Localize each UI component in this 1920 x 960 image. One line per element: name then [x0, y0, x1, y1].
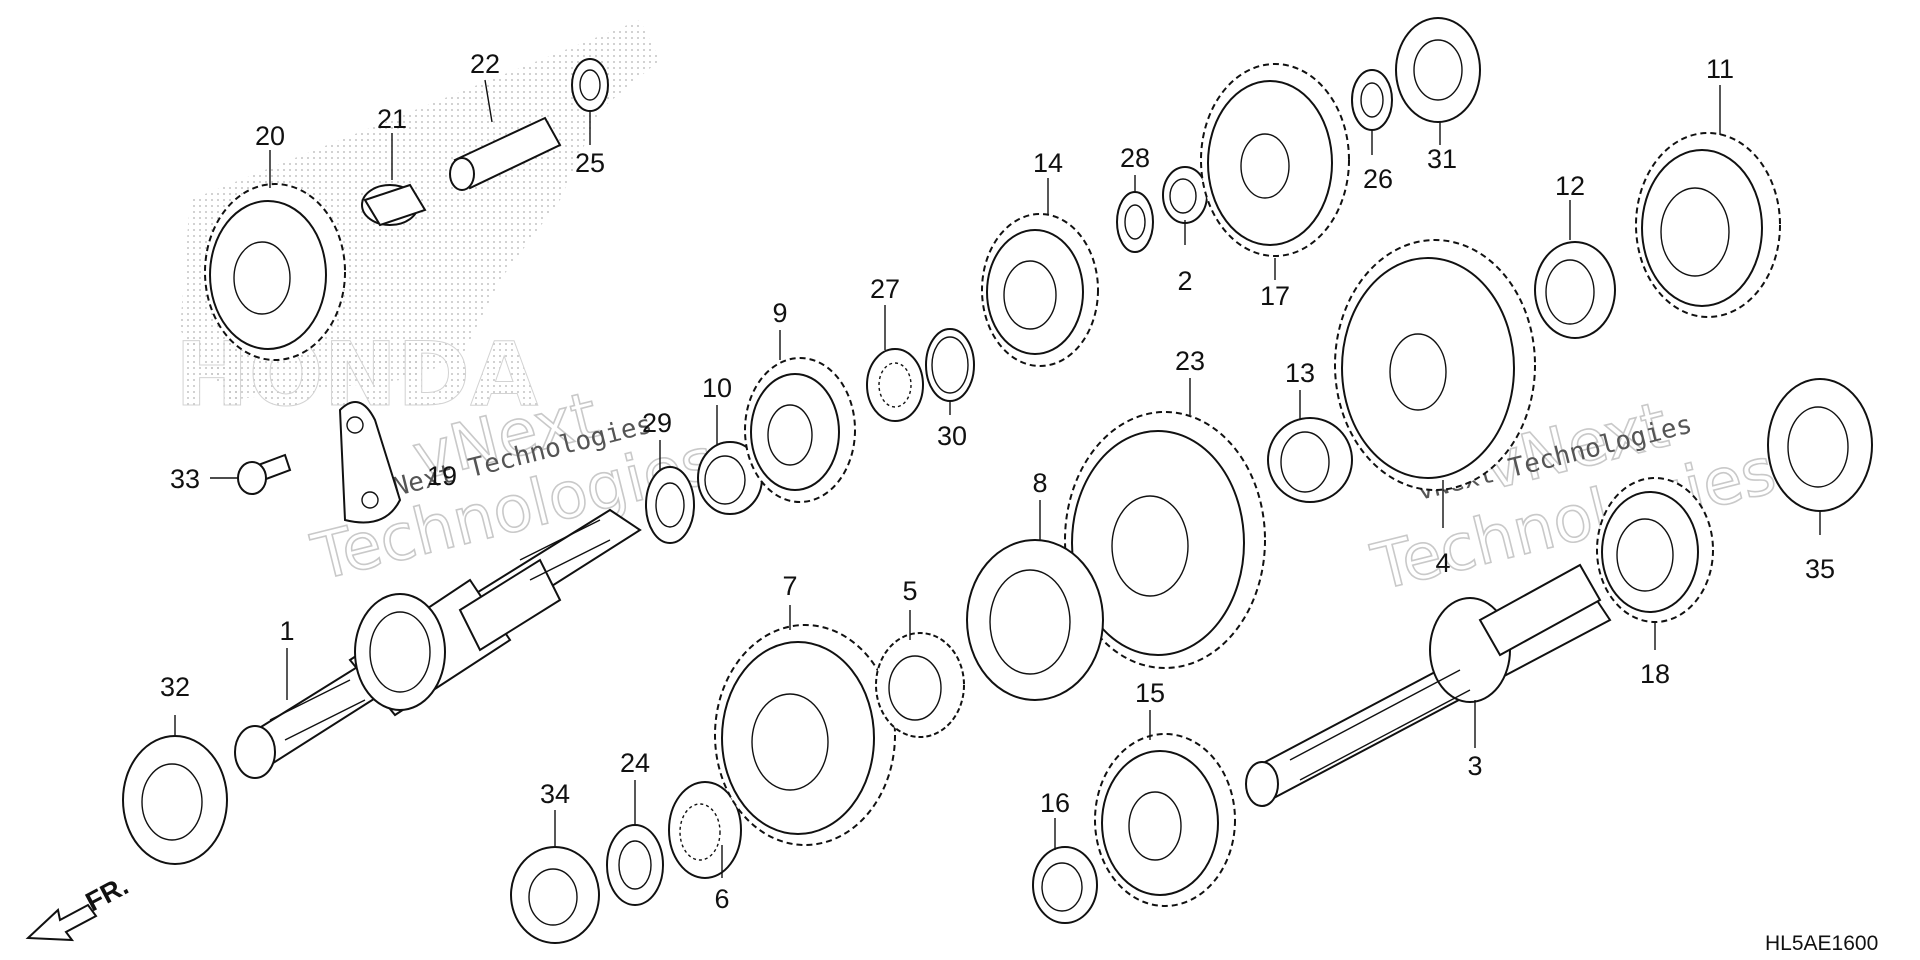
bushing-10	[697, 441, 763, 515]
gear-20	[204, 183, 346, 361]
callout-25: 25	[575, 148, 605, 178]
callout-26: 26	[1363, 164, 1393, 194]
callout-8: 8	[1032, 468, 1047, 498]
front-direction-arrow: FR.	[25, 870, 133, 942]
callout-33: 33	[170, 464, 200, 494]
washer-24	[606, 824, 664, 906]
callout-30: 30	[937, 421, 967, 451]
collar-21	[361, 183, 427, 227]
callout-2: 2	[1177, 266, 1192, 296]
circlip-30	[925, 328, 975, 402]
gear-8	[966, 539, 1104, 701]
bearing-27	[866, 348, 924, 422]
callout-1: 1	[279, 616, 294, 646]
callout-17: 17	[1260, 281, 1290, 311]
gear-14	[981, 213, 1099, 367]
gear-17	[1200, 63, 1350, 257]
bearing-31	[1395, 17, 1481, 123]
callout-5: 5	[902, 576, 917, 606]
callout-23: 23	[1175, 346, 1205, 376]
callout-3: 3	[1467, 751, 1482, 781]
counter-shaft	[1245, 563, 1612, 807]
callout-32: 32	[160, 672, 190, 702]
bushing-13	[1267, 417, 1353, 503]
plate-19	[338, 401, 402, 524]
bushing-2	[1162, 166, 1208, 224]
gear-4	[1334, 239, 1536, 491]
bushing-16	[1032, 846, 1098, 924]
bolt-33	[237, 453, 292, 495]
callout-6: 6	[714, 884, 729, 914]
callout-24: 24	[620, 748, 650, 778]
washer-29	[645, 466, 695, 544]
callout-16: 16	[1040, 788, 1070, 818]
callout-22: 22	[470, 49, 500, 79]
callout-4: 4	[1435, 548, 1450, 578]
callout-14: 14	[1033, 148, 1063, 178]
callout-28: 28	[1120, 143, 1150, 173]
callout-10: 10	[702, 373, 732, 403]
gear-9	[744, 357, 856, 503]
callout-12: 12	[1555, 171, 1585, 201]
callout-34: 34	[540, 779, 570, 809]
callout-18: 18	[1640, 659, 1670, 689]
callout-11: 11	[1706, 54, 1734, 84]
callout-27: 27	[870, 274, 900, 304]
callout-13: 13	[1285, 358, 1315, 388]
callout-35: 35	[1805, 554, 1835, 584]
gear-7	[714, 624, 896, 846]
washer-25	[571, 58, 609, 112]
callout-9: 9	[772, 298, 787, 328]
washer-28	[1116, 191, 1154, 253]
bushing-5	[875, 632, 965, 738]
bearing-35	[1767, 378, 1873, 512]
callout-labels: 1 2 3 4 5 6 7 8 9 10 11 12 13 14 15 16 1…	[160, 49, 1835, 914]
callout-20: 20	[255, 121, 285, 151]
gear-11	[1635, 132, 1781, 318]
gear-15	[1094, 733, 1236, 907]
bearing-32	[122, 735, 228, 865]
bearing-6	[668, 781, 742, 879]
callout-7: 7	[782, 571, 797, 601]
bearing-34	[510, 846, 600, 944]
callout-15: 15	[1135, 678, 1165, 708]
bushing-12	[1534, 241, 1616, 339]
gear-18	[1596, 477, 1714, 623]
main-shaft	[234, 508, 642, 779]
washer-26	[1351, 69, 1393, 131]
shaft-22	[449, 116, 562, 191]
callout-21: 21	[377, 104, 407, 134]
gear-23	[1064, 411, 1266, 669]
callout-31: 31	[1427, 144, 1457, 174]
diagram-code: HL5AE1600	[1765, 932, 1878, 955]
callout-19: 19	[427, 461, 457, 491]
callout-29: 29	[642, 408, 672, 438]
leader-lines	[174, 79, 1821, 878]
